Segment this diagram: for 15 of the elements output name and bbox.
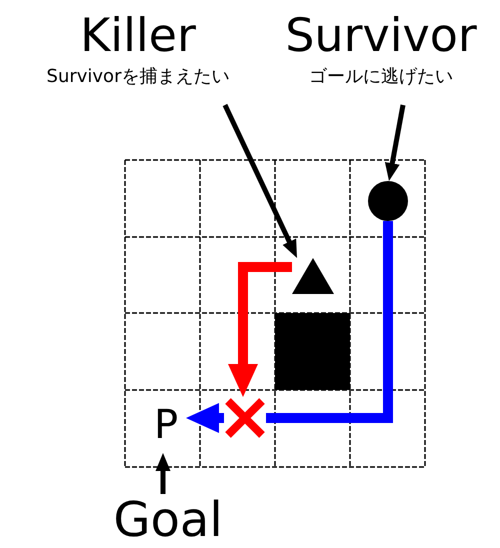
triangle-marker [292,258,334,294]
arrow [156,453,170,494]
obstacle-block [275,313,350,390]
circle-marker [368,181,408,221]
label-text: Survivor [285,10,477,61]
arrow [228,262,292,397]
cross-mark [224,397,266,439]
arrow [222,104,297,258]
label-text: P [154,402,178,446]
label-text: Goal [113,494,223,546]
arrow [384,104,406,181]
caption-text: ゴールに逃げたい [309,66,453,86]
arrow [186,403,224,433]
caption-text: Survivorを捕まえたい [46,66,230,86]
label-text: Killer [80,10,196,61]
